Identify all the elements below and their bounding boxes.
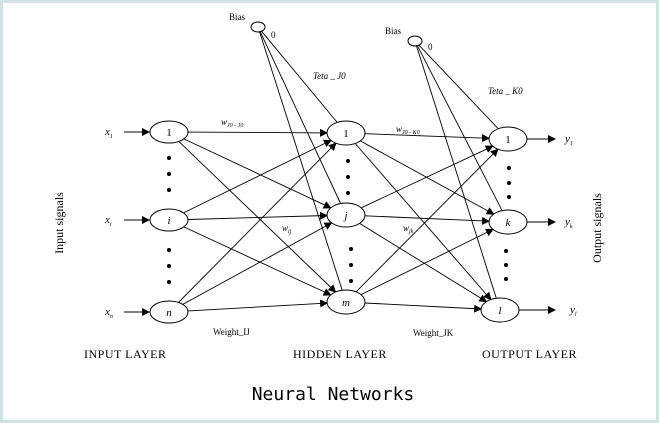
weight-w-ij: wij bbox=[282, 223, 292, 235]
theta-k0-label: Teta _ K0 bbox=[488, 86, 523, 96]
edge-bias-output-2 bbox=[416, 45, 497, 299]
output-signal-yk: yk bbox=[564, 216, 573, 230]
hidden-node-j-label: j bbox=[342, 210, 347, 222]
input-signal-xn: xn bbox=[104, 306, 113, 320]
edge-hidden-0-output-1 bbox=[360, 140, 495, 215]
input-signal-xi: xi bbox=[104, 214, 112, 228]
edge-bias-output-0 bbox=[418, 44, 499, 130]
edge-input-1-hidden-1 bbox=[187, 211, 328, 220]
edge-hidden-1-output-1 bbox=[364, 215, 490, 225]
edge-input-1-hidden-0 bbox=[183, 139, 332, 214]
theta-j0-label: Teta _ J0 bbox=[313, 71, 346, 81]
edge-hidden-2-output-2 bbox=[364, 302, 483, 313]
output-signal-y1: y1 bbox=[564, 133, 573, 147]
hidden-layer-nodes: 1 j m bbox=[326, 120, 366, 315]
weight-ij-label: Weight_IJ bbox=[213, 327, 250, 337]
neural-network-diagram: 1 i n 1 j m 1 k l Bias 0 Bias 0 Teta _ J… bbox=[52, 12, 604, 405]
weight-jk-label: Weight_JK bbox=[413, 328, 454, 338]
hidden-bias-value: 0 bbox=[271, 30, 276, 40]
edge-hidden-1-output-0 bbox=[361, 145, 494, 209]
edge-bias-hidden-2 bbox=[259, 31, 343, 291]
weight-w-j0-k0: wJ0 - K0 bbox=[396, 124, 420, 136]
input-node-i bbox=[149, 208, 189, 232]
hidden-bias: Bias 0 bbox=[229, 12, 276, 40]
diagram-title: Neural Networks bbox=[252, 384, 415, 405]
edge-input-0-hidden-0 bbox=[187, 128, 328, 137]
hidden-bias-label: Bias bbox=[229, 12, 245, 22]
edge-bias-hidden-0 bbox=[261, 31, 338, 123]
output-layer-caption: OUTPUT LAYER bbox=[482, 347, 577, 361]
output-signal-yl: yl bbox=[569, 304, 577, 318]
weight-w-jk: wjk bbox=[403, 223, 414, 235]
output-bias-value: 0 bbox=[428, 42, 433, 52]
input-node-1 bbox=[149, 120, 189, 144]
edge-input-0-hidden-2 bbox=[178, 141, 337, 293]
edge-input-2-hidden-1 bbox=[182, 222, 333, 305]
edge-hidden-1-output-2 bbox=[359, 223, 488, 303]
output-node-l-label: l bbox=[498, 305, 501, 317]
hidden-layer-caption: HIDDEN LAYER bbox=[293, 347, 387, 361]
output-node-1-label: 1 bbox=[505, 134, 511, 146]
edge-input-2-hidden-0 bbox=[178, 142, 337, 303]
edge-input-1-hidden-2 bbox=[183, 226, 332, 296]
hidden-node-1 bbox=[326, 120, 366, 146]
output-layer-nodes: 1 k l bbox=[480, 126, 528, 323]
edge-hidden-2-output-1 bbox=[360, 228, 494, 296]
input-node-n-label: n bbox=[166, 307, 172, 319]
input-node-n bbox=[149, 300, 189, 324]
output-bias-label: Bias bbox=[385, 26, 401, 36]
edge-hidden-2-output-0 bbox=[355, 148, 499, 293]
hidden-node-j bbox=[326, 202, 366, 228]
input-signal-x1: x1 bbox=[104, 126, 113, 140]
connections bbox=[178, 31, 503, 313]
input-node-1-label: 1 bbox=[166, 127, 172, 139]
edge-bias-hidden-1 bbox=[259, 31, 342, 204]
hidden-node-m-label: m bbox=[342, 297, 350, 309]
edge-bias-output-1 bbox=[416, 45, 503, 211]
weight-w-j0-j0: wJ0 - J0 bbox=[221, 117, 243, 129]
ellipsis-dots bbox=[167, 156, 511, 284]
hidden-bias-node bbox=[250, 21, 266, 33]
output-signals: y1 yk yl bbox=[519, 133, 577, 318]
edge-hidden-0-output-2 bbox=[354, 143, 492, 301]
hidden-node-m bbox=[326, 289, 366, 315]
edge-input-0-hidden-1 bbox=[183, 138, 332, 209]
hidden-node-1-label: 1 bbox=[343, 128, 349, 140]
input-node-i-label: i bbox=[167, 215, 170, 227]
edge-input-2-hidden-2 bbox=[187, 299, 329, 312]
output-signals-label: Output signals bbox=[590, 193, 604, 263]
output-bias: Bias 0 bbox=[385, 26, 433, 52]
output-node-k-label: k bbox=[506, 217, 512, 229]
output-bias-node bbox=[407, 35, 423, 47]
input-layer-nodes: 1 i n bbox=[149, 120, 189, 324]
edge-hidden-0-output-0 bbox=[364, 133, 490, 143]
input-layer-caption: INPUT LAYER bbox=[84, 347, 167, 361]
input-signals-label: Input signals bbox=[52, 192, 66, 254]
input-signals: x1 xi xn bbox=[104, 126, 150, 320]
